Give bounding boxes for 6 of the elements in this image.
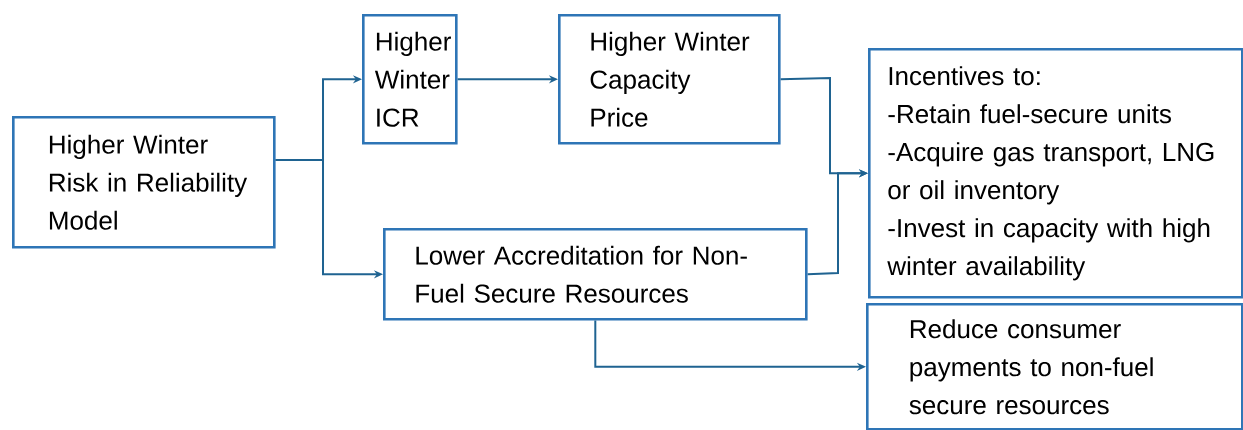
process-box: Incentives to: -Retain fuel-secure units -Acquire gas transport, LNG or oil inventory -Invest in capacity with high winter availability — [868, 48, 1243, 299]
process-box: Higher Winter Capacity Price — [558, 14, 781, 145]
process-box: Lower Accreditation for Non- Fuel Secure Resources — [383, 228, 808, 321]
process-box: Reduce consumer payments to non-fuel secure resources — [866, 303, 1243, 430]
process-box: Higher Winter Risk in Reliability Model — [12, 116, 276, 249]
process-box: Higher Winter ICR — [362, 14, 458, 145]
